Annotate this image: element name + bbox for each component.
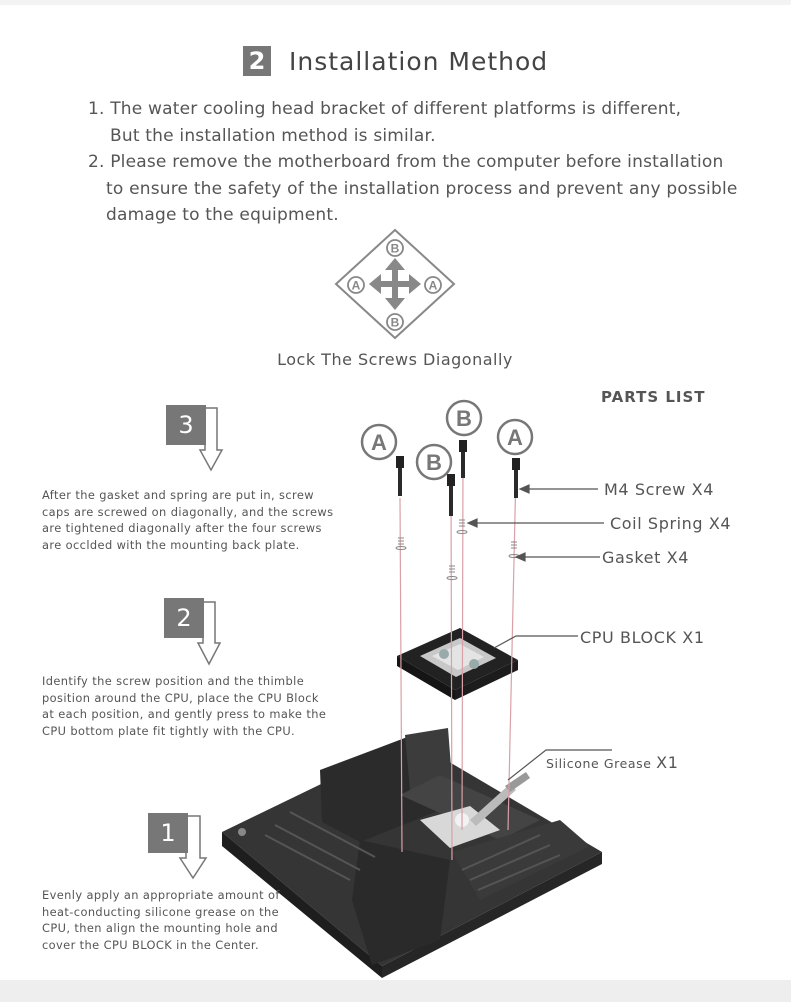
instruction-line: damage to the equipment. [106, 205, 339, 225]
step-3-arrow [198, 407, 224, 472]
screw-label-b: B [445, 399, 483, 437]
diagram-caption: Lock The Screws Diagonally [277, 350, 513, 369]
step-3-text: After the gasket and spring are put in, … [42, 488, 334, 552]
label-b-bottom: B [386, 313, 404, 331]
installation-instructions: 1. The water cooling head bracket of dif… [88, 96, 768, 229]
m4-screws [396, 440, 520, 516]
alignment-guide-lines [399, 459, 517, 861]
section-title: 2 Installation Method [243, 44, 548, 78]
step-2-badge: 2 [164, 598, 204, 638]
part-leader-lines [466, 484, 612, 781]
step-1-text: Evenly apply an appropriate amount of he… [42, 888, 280, 952]
part-label-cpu-block: CPU BLOCK X1 [580, 628, 705, 647]
section-number-badge: 2 [243, 46, 271, 76]
step-1-badge: 1 [148, 813, 188, 853]
screw-label-a: A [496, 418, 534, 456]
instruction-line: 2. Please remove the motherboard from th… [88, 152, 724, 172]
part-label-silicone-grease: Silicone Grease X1 [546, 753, 679, 772]
step-3-badge: 3 [166, 405, 206, 445]
svg-text:B: B [456, 406, 472, 431]
page-title: Installation Method [289, 46, 549, 76]
part-label-gasket: Gasket X4 [602, 548, 689, 567]
instruction-line: But the installation method is similar. [110, 125, 436, 146]
svg-text:A: A [507, 425, 523, 450]
label-a-left: A [347, 276, 365, 294]
step-2-arrow [196, 601, 222, 666]
screw-label-a: A [360, 423, 398, 461]
silicone-grease-qty: X1 [656, 753, 679, 772]
step-2-text: Identify the screw position and the thim… [42, 674, 327, 738]
step-1-arrow [178, 815, 208, 880]
instruction-line: 1. The water cooling head bracket of dif… [88, 99, 682, 119]
svg-text:B: B [426, 450, 442, 475]
silicone-grease-syringe [470, 772, 530, 826]
diagonal-lock-diagram: B B A A [334, 228, 456, 340]
screw-label-b: B [415, 443, 453, 481]
label-b-top: B [386, 239, 404, 257]
parts-list-heading: PARTS LIST [601, 388, 706, 406]
part-label-m4-screw: M4 Screw X4 [604, 480, 715, 499]
bottom-band [0, 980, 791, 1002]
silicone-grease-name: Silicone Grease [546, 756, 652, 771]
cpu-block [397, 628, 518, 700]
part-label-coil-spring: Coil Spring X4 [610, 514, 732, 533]
top-band [0, 0, 791, 5]
svg-text:A: A [352, 279, 361, 293]
svg-text:B: B [391, 242, 400, 256]
instruction-line: to ensure the safety of the installation… [106, 178, 738, 199]
svg-text:A: A [371, 430, 387, 455]
svg-text:A: A [429, 279, 438, 293]
svg-text:B: B [391, 316, 400, 330]
coil-springs-and-gaskets [395, 519, 520, 580]
label-a-right: A [424, 276, 442, 294]
